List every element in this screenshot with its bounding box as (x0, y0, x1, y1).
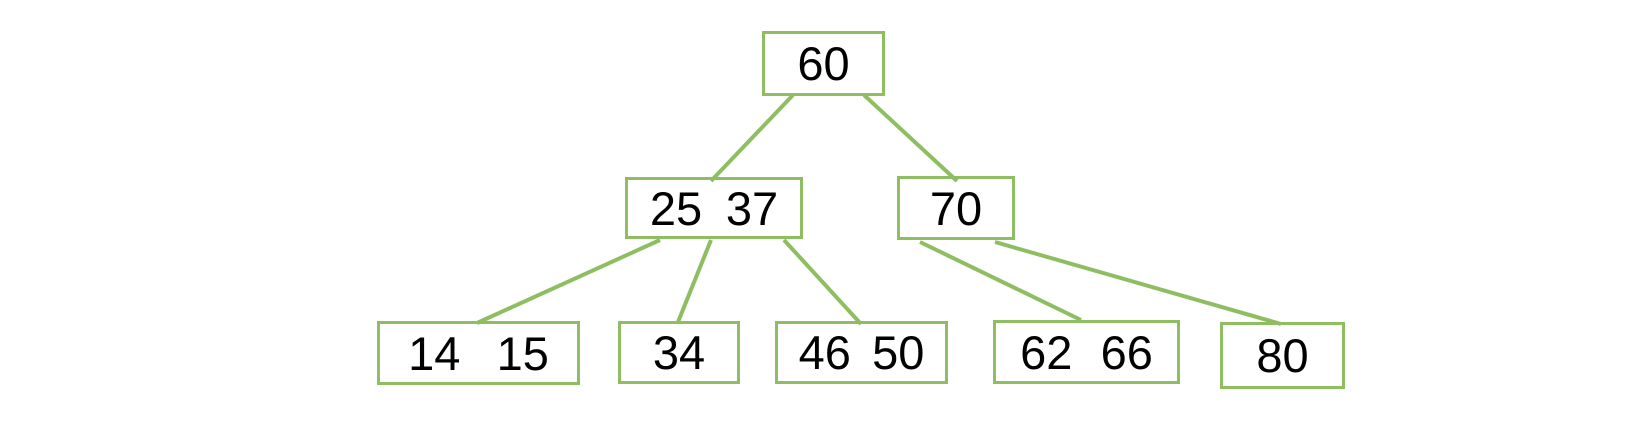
node-key: 14 (408, 326, 461, 380)
node-key: 80 (1256, 329, 1309, 382)
node-46-50: 46 50 (775, 321, 948, 384)
node-25-37: 25 37 (625, 177, 803, 239)
node-key: 46 (798, 326, 851, 379)
node-key: 66 (1100, 325, 1153, 379)
node-key: 70 (929, 181, 983, 235)
node-60: 60 (762, 31, 885, 96)
node-80: 80 (1220, 322, 1345, 389)
node-key: 60 (797, 37, 850, 90)
node-key: 25 (649, 181, 703, 235)
node-key: 62 (1020, 325, 1073, 379)
node-14-15: 14 15 (377, 321, 580, 385)
node-key: 15 (496, 326, 549, 380)
node-70: 70 (897, 176, 1015, 240)
node-key: 34 (652, 326, 706, 379)
node-62-66: 62 66 (993, 320, 1180, 384)
node-34: 34 (618, 321, 740, 384)
node-key: 37 (725, 181, 779, 235)
node-key: 50 (872, 326, 925, 379)
